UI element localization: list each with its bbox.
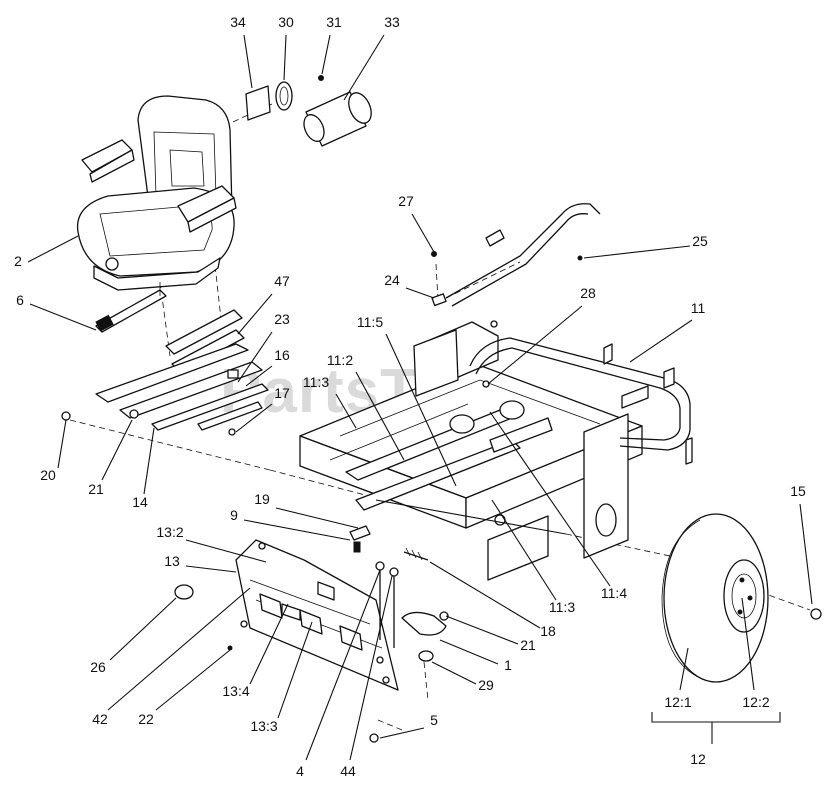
callout-label-c31: 31 xyxy=(326,14,342,30)
callout-label-c16: 16 xyxy=(274,347,290,363)
callout-leader-c18 xyxy=(429,561,541,629)
callout-label-c22: 22 xyxy=(138,711,154,727)
callout-leader-c13 xyxy=(185,565,237,573)
callout-leader-c1 xyxy=(439,639,499,665)
callout-leader-c2 xyxy=(27,235,79,263)
callout-leader-c6 xyxy=(29,303,97,331)
callout-leader-c21a xyxy=(101,419,133,481)
callout-label-c26: 26 xyxy=(90,659,106,675)
callout-label-c33: 33 xyxy=(384,14,400,30)
callout-label-c11_3b: 11:3 xyxy=(549,599,575,615)
callout-label-c18: 18 xyxy=(540,623,556,639)
callout-label-c11: 11 xyxy=(691,300,706,316)
callout-leader-c12_2 xyxy=(741,597,755,691)
callout-label-c9: 9 xyxy=(230,507,238,523)
callout-label-c29: 29 xyxy=(478,677,494,693)
callout-leader-c27 xyxy=(411,213,435,253)
cup-holder-parts xyxy=(245,75,372,147)
callout-leader-c26 xyxy=(109,597,177,661)
callout-label-c42: 42 xyxy=(92,711,108,727)
callout-leader-c20 xyxy=(57,419,67,469)
callout-leader-c44 xyxy=(349,575,393,761)
callout-leader-c47 xyxy=(237,293,273,335)
callout-leader-c16 xyxy=(245,365,273,387)
front-panel xyxy=(235,539,399,691)
callout-leader-c23 xyxy=(237,331,273,383)
callout-label-c11_4: 11:4 xyxy=(601,585,627,601)
callout-leader-c29 xyxy=(431,661,477,685)
callout-leader-c14 xyxy=(143,427,155,495)
callout-leader-c19 xyxy=(275,507,359,529)
wheel-group-bracket xyxy=(651,712,781,723)
callout-label-c15: 15 xyxy=(790,483,806,499)
callout-label-c11_3a: 11:3 xyxy=(303,374,329,390)
callout-leader-c33 xyxy=(343,34,385,101)
callout-leader-c11_5 xyxy=(385,333,457,487)
seat-slide-frame xyxy=(61,309,269,436)
callout-label-c20: 20 xyxy=(40,467,56,483)
callout-label-c19: 19 xyxy=(254,491,270,507)
callout-leader-c25 xyxy=(583,245,691,259)
small-hardware xyxy=(174,499,822,743)
callout-label-c13: 13 xyxy=(164,553,180,569)
callout-label-c25: 25 xyxy=(692,233,708,249)
callout-leader-c5 xyxy=(379,727,425,739)
callout-label-c23: 23 xyxy=(274,311,290,327)
callout-label-c11_2: 11:2 xyxy=(327,352,353,368)
callout-leader-c12_1 xyxy=(679,647,689,691)
callout-leader-c13_3 xyxy=(277,621,313,719)
callout-label-c30: 30 xyxy=(278,14,294,30)
callout-leader-c24 xyxy=(405,287,435,299)
callout-label-c12: 12 xyxy=(690,751,706,767)
callout-leader-c13_2 xyxy=(185,539,267,563)
callout-label-c14: 14 xyxy=(132,494,148,510)
callout-label-c1: 1 xyxy=(504,657,512,673)
callout-leader-c15 xyxy=(799,503,813,605)
callout-label-c2: 2 xyxy=(14,253,22,269)
callout-label-c11_5: 11:5 xyxy=(357,314,383,330)
callout-leader-c9 xyxy=(243,519,351,541)
callout-label-c12_2: 12:2 xyxy=(742,694,769,710)
callout-label-c47: 47 xyxy=(274,273,290,289)
callout-label-c28: 28 xyxy=(580,285,596,301)
callout-leader-c11 xyxy=(629,319,693,363)
callout-label-c4: 4 xyxy=(296,763,304,779)
callout-label-c13_2: 13:2 xyxy=(156,524,183,540)
callout-leader-c17 xyxy=(235,403,273,433)
callout-leader-c4 xyxy=(305,569,381,761)
callout-leader-c42 xyxy=(107,587,251,711)
callout-leader-c21b xyxy=(445,615,519,645)
control-lever xyxy=(431,203,601,307)
callout-label-c13_4: 13:4 xyxy=(222,683,249,699)
callout-label-c5: 5 xyxy=(430,712,438,728)
main-frame xyxy=(299,320,693,581)
callout-leader-c11_4 xyxy=(489,411,611,587)
callout-leader-c30 xyxy=(283,34,287,81)
callout-leader-c11_3a xyxy=(335,393,357,429)
callout-label-c27: 27 xyxy=(398,193,414,209)
callout-label-c21a: 21 xyxy=(88,481,104,497)
rear-wheel xyxy=(661,513,769,683)
seat-rails xyxy=(95,282,167,333)
callout-label-c21b: 21 xyxy=(520,637,536,653)
callout-label-c34: 34 xyxy=(230,14,246,30)
callout-label-c13_3: 13:3 xyxy=(250,718,277,734)
callout-label-c12_1: 12:1 xyxy=(664,694,691,710)
callout-leader-c22 xyxy=(155,649,231,711)
seat-assembly xyxy=(76,95,237,291)
callout-leader-c34 xyxy=(243,34,253,89)
callout-label-c44: 44 xyxy=(340,763,356,779)
callout-leader-c31 xyxy=(321,34,331,75)
callout-label-c17: 17 xyxy=(274,385,290,401)
callout-leader-c11_2 xyxy=(355,371,405,461)
callout-leader-c28 xyxy=(487,305,583,385)
callout-leader-c13_4 xyxy=(249,603,289,685)
callout-label-c24: 24 xyxy=(384,272,400,288)
callout-leader-c11_3b xyxy=(491,499,557,601)
callout-label-c6: 6 xyxy=(16,292,24,308)
